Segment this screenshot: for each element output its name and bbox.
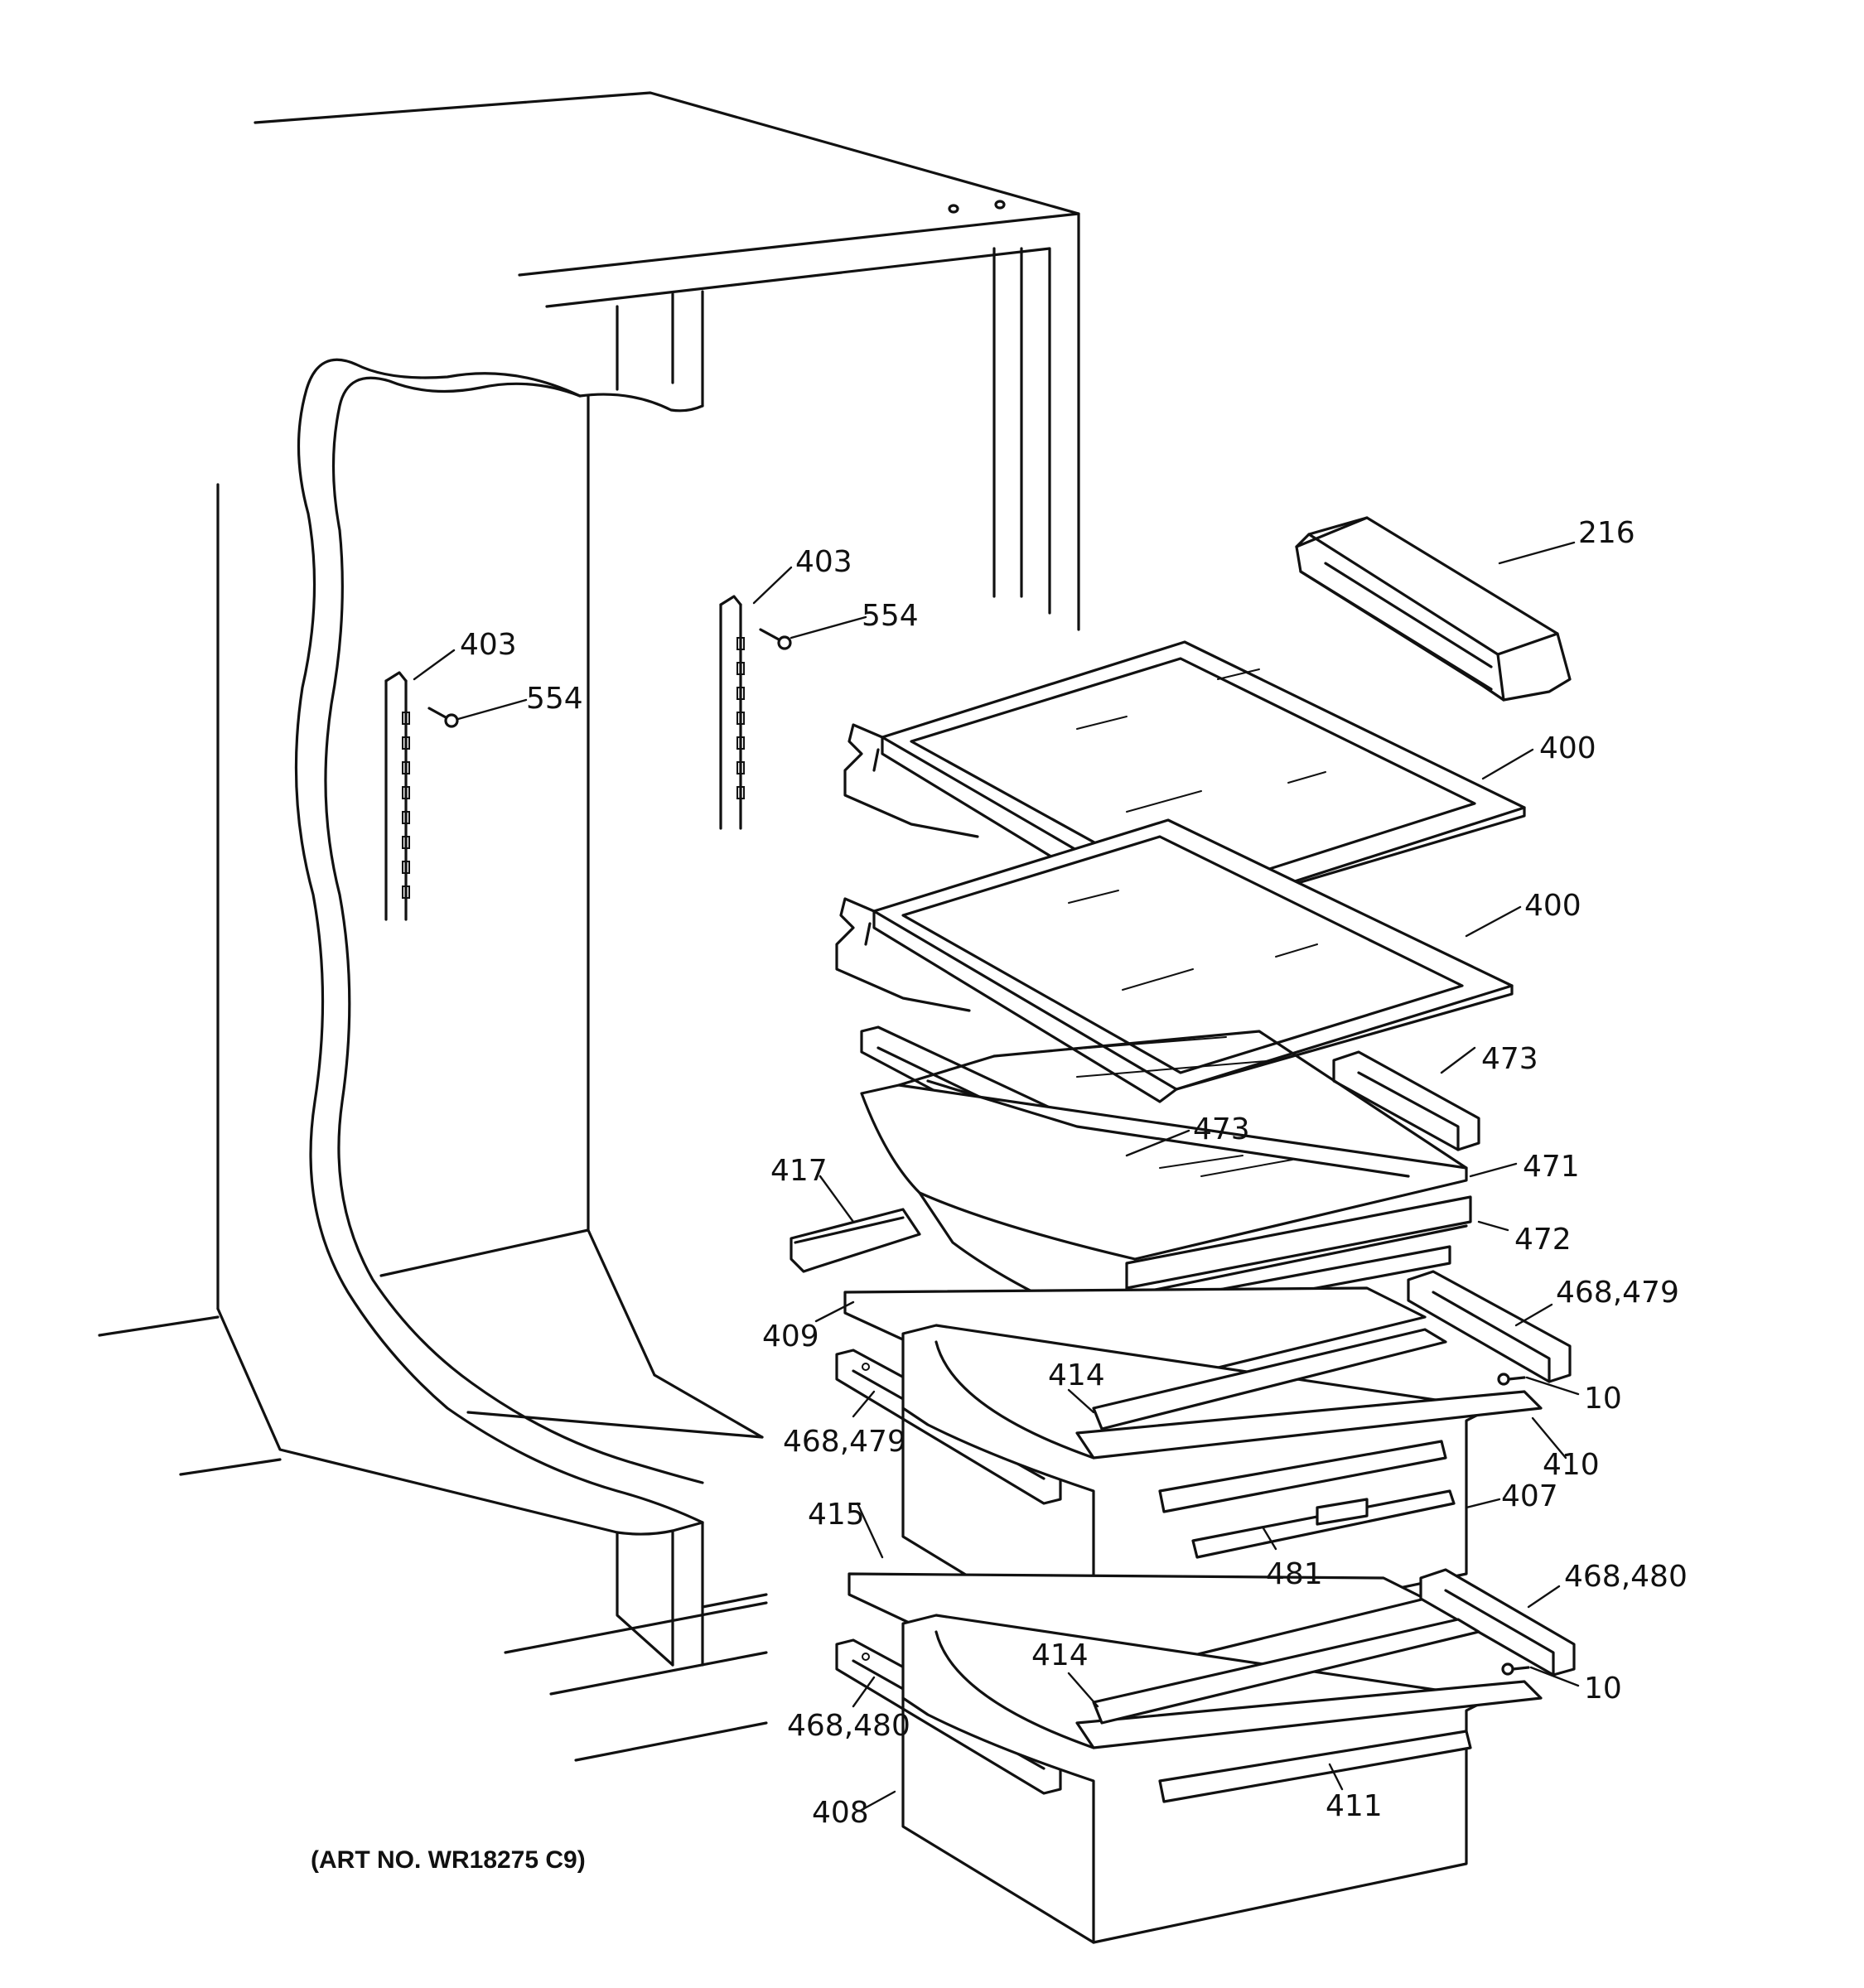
label-468-479-right: 468,479 <box>1556 1276 1679 1310</box>
label-403-right: 403 <box>795 545 852 579</box>
rail-468-479-right <box>1407 1270 1572 1383</box>
screw-554-left <box>427 707 459 728</box>
screw-10-upper <box>1497 1373 1526 1386</box>
label-408: 408 <box>812 1796 869 1830</box>
label-415: 415 <box>808 1498 865 1532</box>
label-468-479-left: 468,479 <box>783 1425 906 1459</box>
guide-417 <box>790 1208 921 1273</box>
label-468-480-right: 468,480 <box>1564 1560 1688 1594</box>
label-400-lower: 400 <box>1524 889 1582 923</box>
label-414-upper: 414 <box>1048 1358 1105 1392</box>
label-471: 471 <box>1523 1150 1580 1184</box>
label-414-lower: 414 <box>1031 1638 1089 1672</box>
shelf-support-right <box>719 595 745 830</box>
callout-labels: 216 400 400 403 554 403 554 473 473 471 … <box>460 516 1688 1830</box>
label-407: 407 <box>1501 1479 1558 1513</box>
label-481: 481 <box>1266 1557 1323 1591</box>
rail-468-480-right <box>1419 1568 1576 1677</box>
label-417: 417 <box>770 1154 828 1188</box>
label-410: 410 <box>1543 1448 1600 1482</box>
leader-lines <box>413 541 1580 1812</box>
refrigerator-cabinet <box>98 91 1080 1762</box>
label-10-upper: 10 <box>1584 1382 1622 1416</box>
label-400-upper: 400 <box>1539 731 1596 765</box>
art-number: (ART NO. WR18275 C9) <box>311 1846 586 1874</box>
screw-554-right <box>759 628 792 650</box>
shelf-400-lower <box>835 818 1514 1103</box>
label-10-lower: 10 <box>1584 1672 1622 1706</box>
drawer-408 <box>901 1614 1543 1944</box>
label-468-480-left: 468,480 <box>787 1709 910 1743</box>
label-216: 216 <box>1578 516 1635 550</box>
label-411: 411 <box>1326 1789 1383 1823</box>
label-403-left: 403 <box>460 628 517 662</box>
label-554-right: 554 <box>862 599 919 633</box>
pan-471 <box>860 1030 1468 1261</box>
label-554-left: 554 <box>526 682 583 716</box>
shelf-support-left <box>384 671 410 921</box>
label-473-left: 473 <box>1193 1112 1250 1146</box>
label-472: 472 <box>1514 1223 1572 1257</box>
bin-216 <box>1295 516 1572 702</box>
label-409: 409 <box>762 1320 819 1353</box>
label-473-right: 473 <box>1481 1042 1538 1076</box>
slide-473-right <box>1332 1050 1480 1151</box>
screw-10-lower <box>1501 1662 1530 1676</box>
drawer-407 <box>901 1324 1543 1654</box>
